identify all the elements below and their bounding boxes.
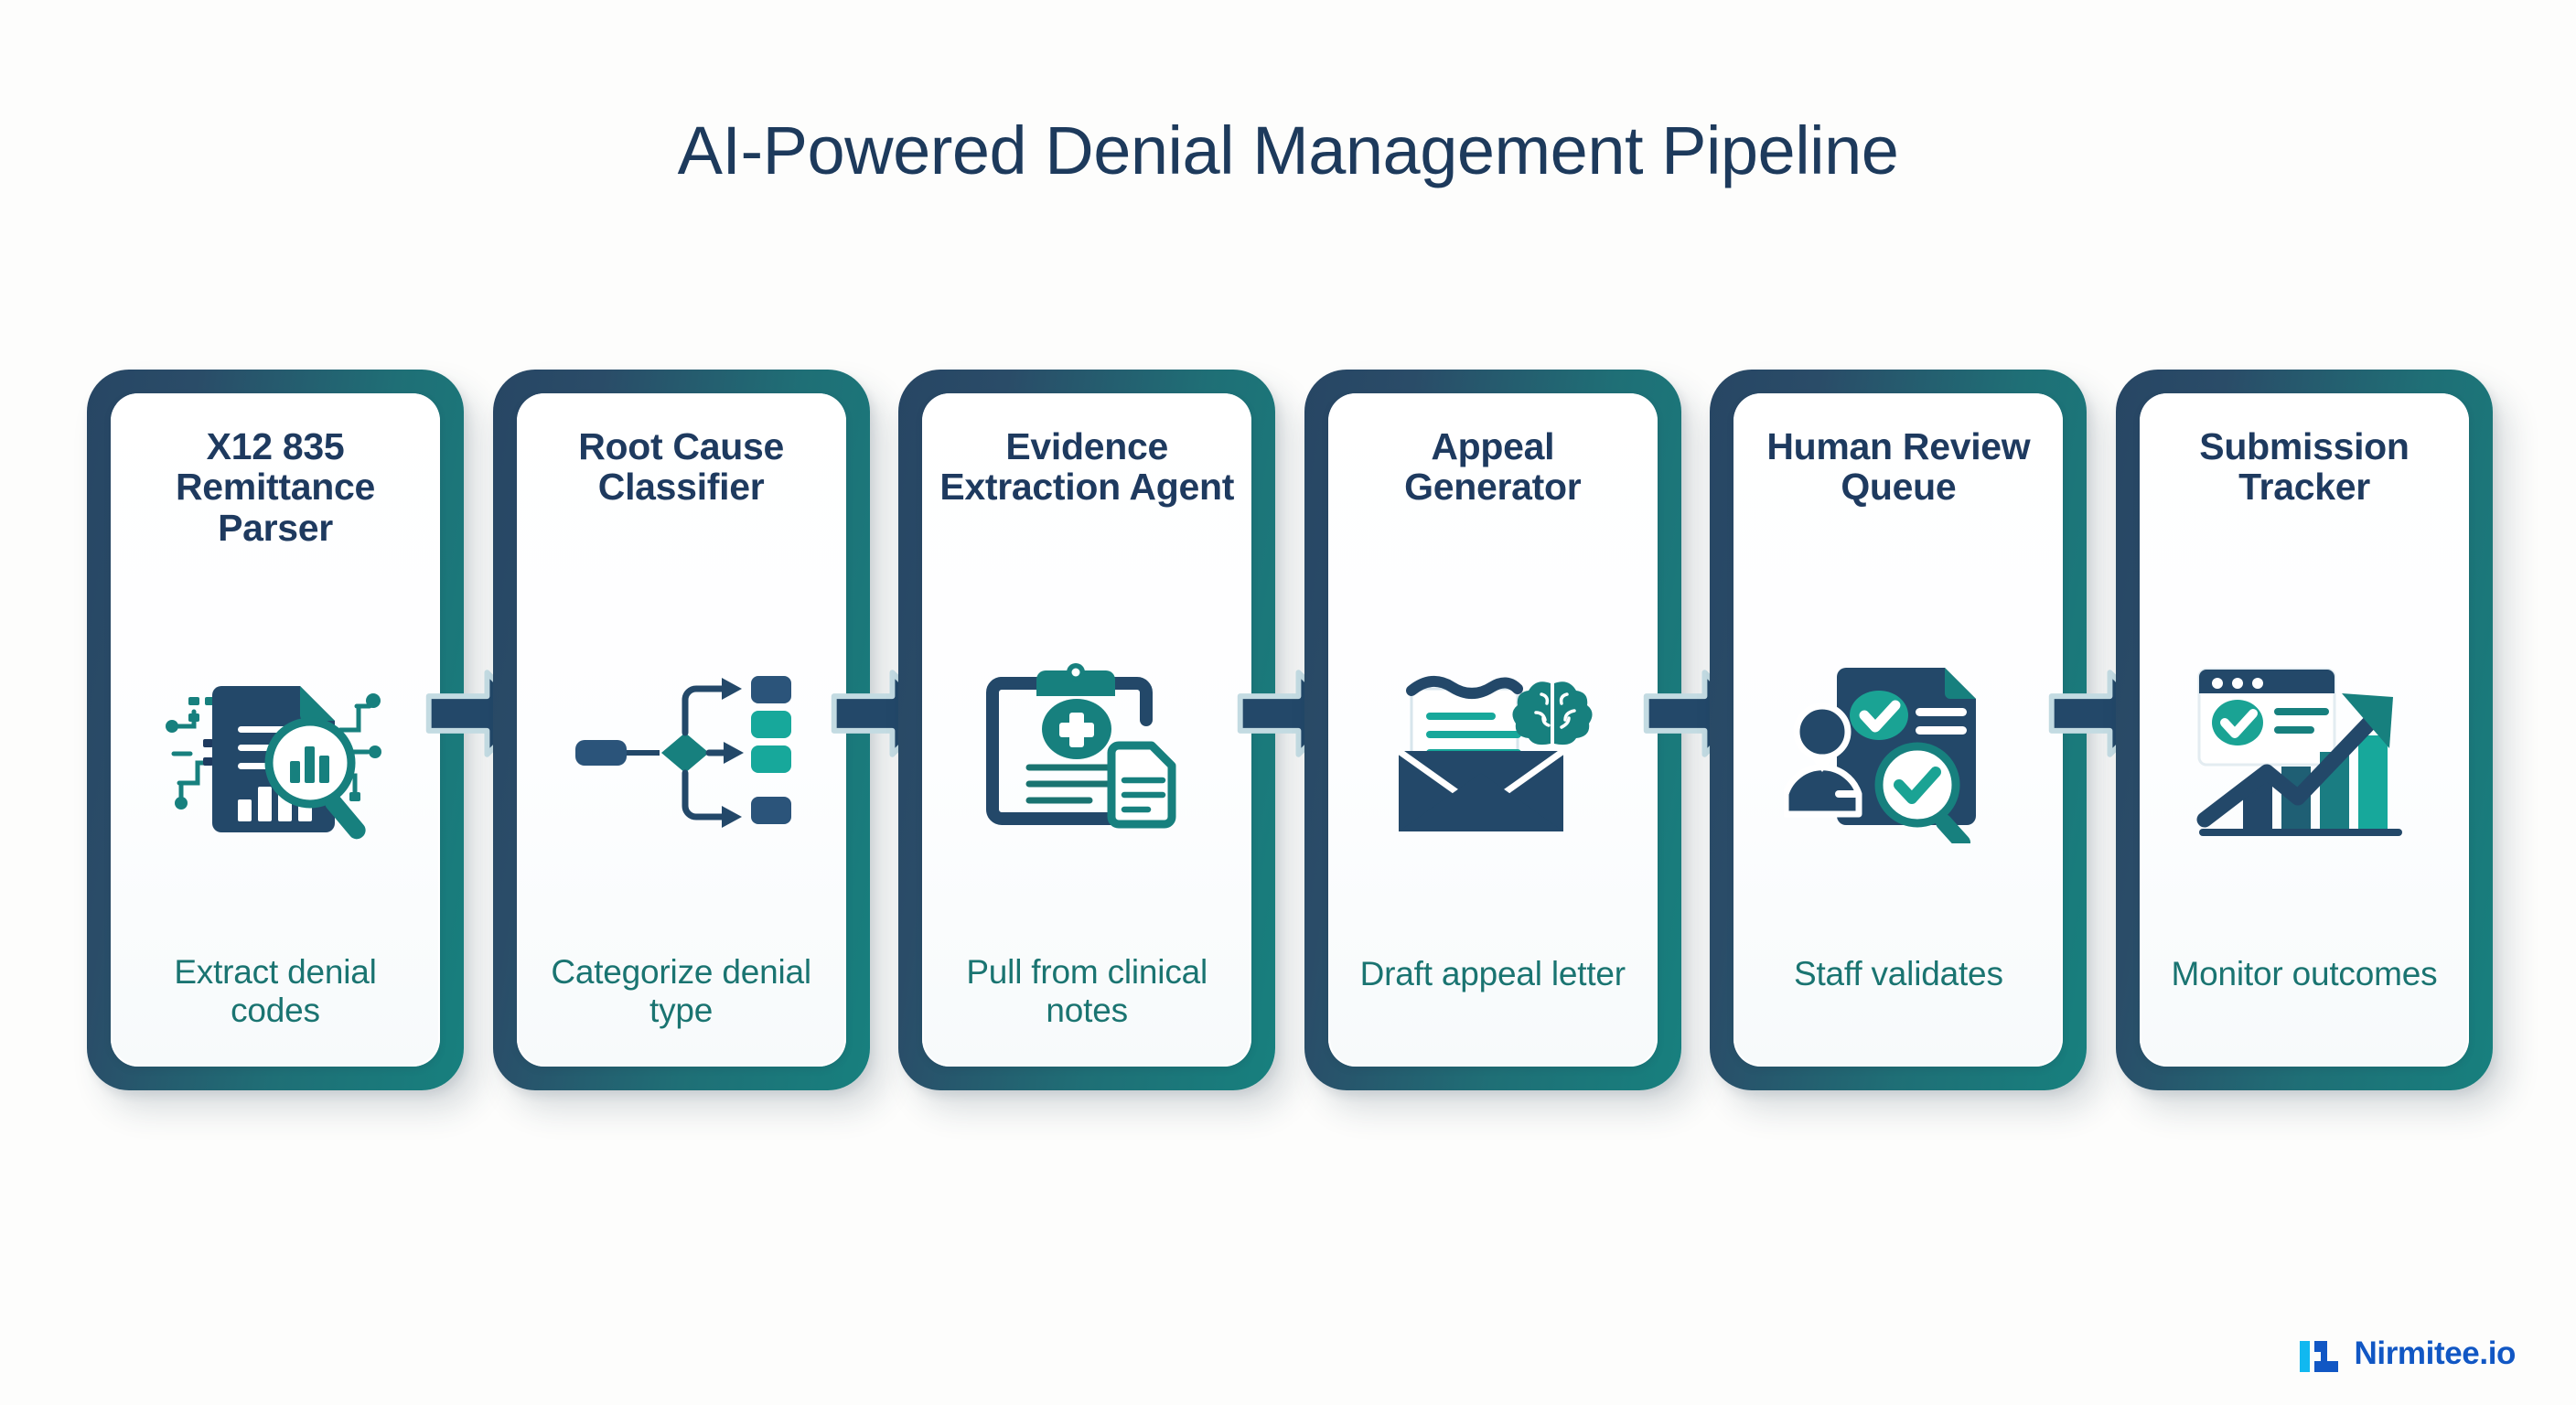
step-card-frame: Appeal Generator — [1304, 370, 1681, 1090]
step-subtitle: Extract denial codes — [174, 953, 377, 1030]
step-card-body: Evidence Extraction Agent — [922, 393, 1252, 1067]
step-card-body: Human Review Queue — [1733, 393, 2064, 1067]
step-title: X12 835 Remittance Parser — [175, 425, 376, 549]
branching-decision-flow-icon — [533, 549, 830, 953]
step-title: Human Review Queue — [1766, 425, 2031, 509]
step-subtitle: Staff validates — [1794, 955, 2003, 992]
step-title: Appeal Generator — [1404, 425, 1582, 509]
person-document-check-magnifier-icon — [1750, 549, 2046, 955]
envelope-letter-brain-icon — [1345, 549, 1641, 955]
step-subtitle: Draft appeal letter — [1359, 955, 1626, 992]
step-title: Submission Tracker — [2199, 425, 2410, 509]
step-title: Root Cause Classifier — [578, 425, 784, 509]
pipeline-step-3[interactable]: Evidence Extraction Agent — [898, 370, 1276, 1090]
connector-slot-2 — [832, 370, 937, 1090]
page-title: AI-Powered Denial Management Pipeline — [677, 113, 1899, 188]
medical-clipboard-document-icon — [939, 549, 1235, 953]
step-card-body: Submission Tracker — [2139, 393, 2469, 1067]
step-card-frame: Root Cause Classifier — [492, 370, 870, 1090]
step-card-frame: X12 835 Remittance Parser — [87, 370, 464, 1090]
pipeline-flow: X12 835 Remittance Parser — [87, 370, 2493, 1092]
step-card-body: Appeal Generator — [1327, 393, 1658, 1067]
connector-slot-5 — [2048, 370, 2154, 1090]
step-card-frame: Human Review Queue — [1710, 370, 2088, 1090]
pipeline-step-1[interactable]: X12 835 Remittance Parser — [87, 370, 464, 1090]
connector-slot-4 — [1643, 370, 1748, 1090]
connector-slot-3 — [1237, 370, 1343, 1090]
step-card-body: Root Cause Classifier — [516, 393, 846, 1067]
brand-name: Nirmitee.io — [2354, 1335, 2517, 1371]
step-subtitle: Pull from clinical notes — [966, 953, 1208, 1030]
browser-growth-chart-check-icon — [2156, 549, 2453, 955]
step-title: Evidence Extraction Agent — [939, 425, 1235, 509]
step-card-body: X12 835 Remittance Parser — [111, 393, 440, 1067]
step-card-frame: Submission Tracker — [2115, 370, 2493, 1090]
step-card-frame: Evidence Extraction Agent — [898, 370, 1276, 1090]
nirmitee-logo-mark — [2299, 1341, 2338, 1372]
connector-slot-1 — [425, 370, 531, 1090]
pipeline-step-6[interactable]: Submission Tracker — [2115, 370, 2493, 1090]
step-subtitle: Categorize denial type — [551, 953, 811, 1030]
document-chart-magnifier-circuit-icon — [127, 549, 424, 953]
pipeline-step-5[interactable]: Human Review Queue — [1710, 370, 2088, 1090]
pipeline-step-2[interactable]: Root Cause Classifier — [492, 370, 870, 1090]
step-subtitle: Monitor outcomes — [2171, 955, 2438, 992]
pipeline-step-4[interactable]: Appeal Generator — [1304, 370, 1681, 1090]
brand-logo[interactable]: Nirmitee.io — [2299, 1335, 2517, 1372]
